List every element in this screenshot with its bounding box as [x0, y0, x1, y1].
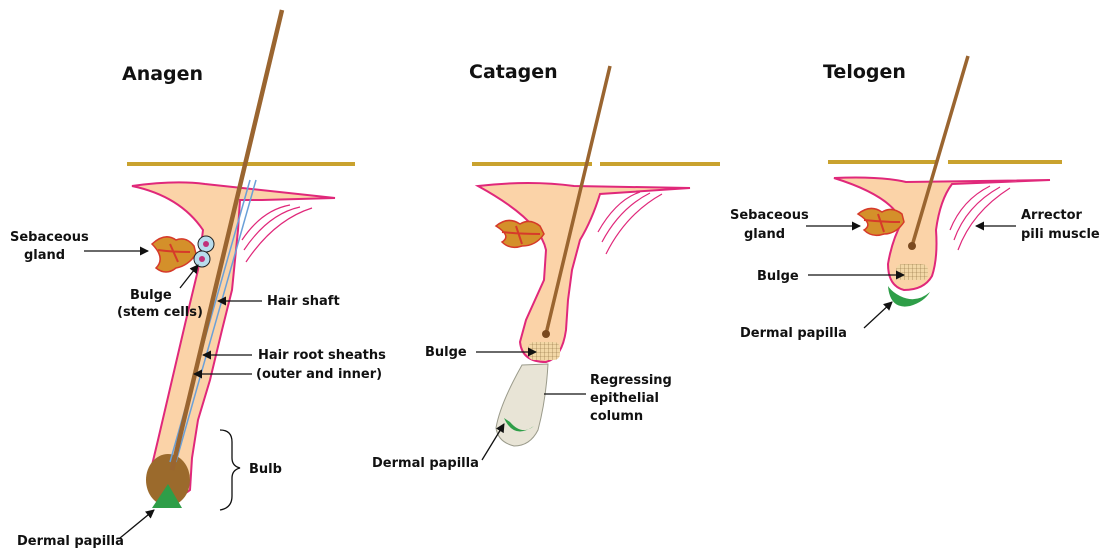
- label-arrector: Arrector: [1021, 208, 1083, 223]
- telogen-title: Telogen: [823, 61, 906, 83]
- telogen-follicle: [834, 178, 1050, 291]
- label-gland: gland: [24, 248, 65, 263]
- label-bulb: Bulb: [249, 462, 282, 477]
- label-column: column: [590, 409, 643, 424]
- telogen-hair-shaft: [912, 56, 968, 246]
- label-pili-muscle: pili muscle: [1021, 227, 1100, 242]
- arrector-pili-muscle: [950, 186, 1010, 250]
- club-end: [908, 242, 916, 250]
- label-stem-cells: (stem cells): [117, 305, 203, 320]
- stem-cell-nucleus: [203, 241, 209, 247]
- label-outer-inner: (outer and inner): [256, 367, 382, 382]
- catagen-title: Catagen: [469, 61, 558, 83]
- anagen-follicle: [132, 182, 335, 498]
- label-epithelial: epithelial: [590, 391, 659, 406]
- catagen-panel: Catagen Bulge Regressing epithelial colu…: [372, 61, 720, 471]
- label-sebaceous-telogen: Sebaceous: [730, 208, 809, 223]
- label-dermal-papilla-telogen: Dermal papilla: [740, 326, 847, 341]
- arrector-pili-muscle: [242, 205, 312, 262]
- label-dermal-papilla-catagen: Dermal papilla: [372, 456, 479, 471]
- telogen-panel: Telogen Sebaceous gland Arrector pili mu…: [730, 56, 1100, 341]
- arrector-pili-muscle: [598, 192, 662, 254]
- arrow-dermal-papilla-catagen: [482, 424, 504, 460]
- club-end: [542, 330, 550, 338]
- label-root-sheaths: Hair root sheaths: [258, 348, 386, 363]
- regressing-epithelial-column: [496, 364, 548, 446]
- arrow-dermal-papilla-anagen: [120, 510, 154, 538]
- anagen-panel: Anagen Sebaceous gland Bulge (stem cells…: [10, 10, 386, 549]
- bulb-bracket: [220, 430, 240, 510]
- telogen-bulge: [896, 264, 928, 280]
- label-sebaceous: Sebaceous: [10, 230, 89, 245]
- arrow-dermal-papilla-telogen: [864, 302, 892, 328]
- label-dermal-papilla-anagen: Dermal papilla: [17, 534, 124, 549]
- catagen-follicle: [478, 183, 690, 362]
- label-bulge: Bulge: [130, 288, 172, 303]
- label-hair-shaft: Hair shaft: [267, 294, 340, 309]
- anagen-title: Anagen: [122, 63, 203, 85]
- label-bulge-catagen: Bulge: [425, 345, 467, 360]
- stem-cell-nucleus: [199, 256, 205, 262]
- label-regressing: Regressing: [590, 373, 672, 388]
- catagen-bulge: [528, 342, 560, 360]
- label-gland-telogen: gland: [744, 227, 785, 242]
- label-bulge-telogen: Bulge: [757, 269, 799, 284]
